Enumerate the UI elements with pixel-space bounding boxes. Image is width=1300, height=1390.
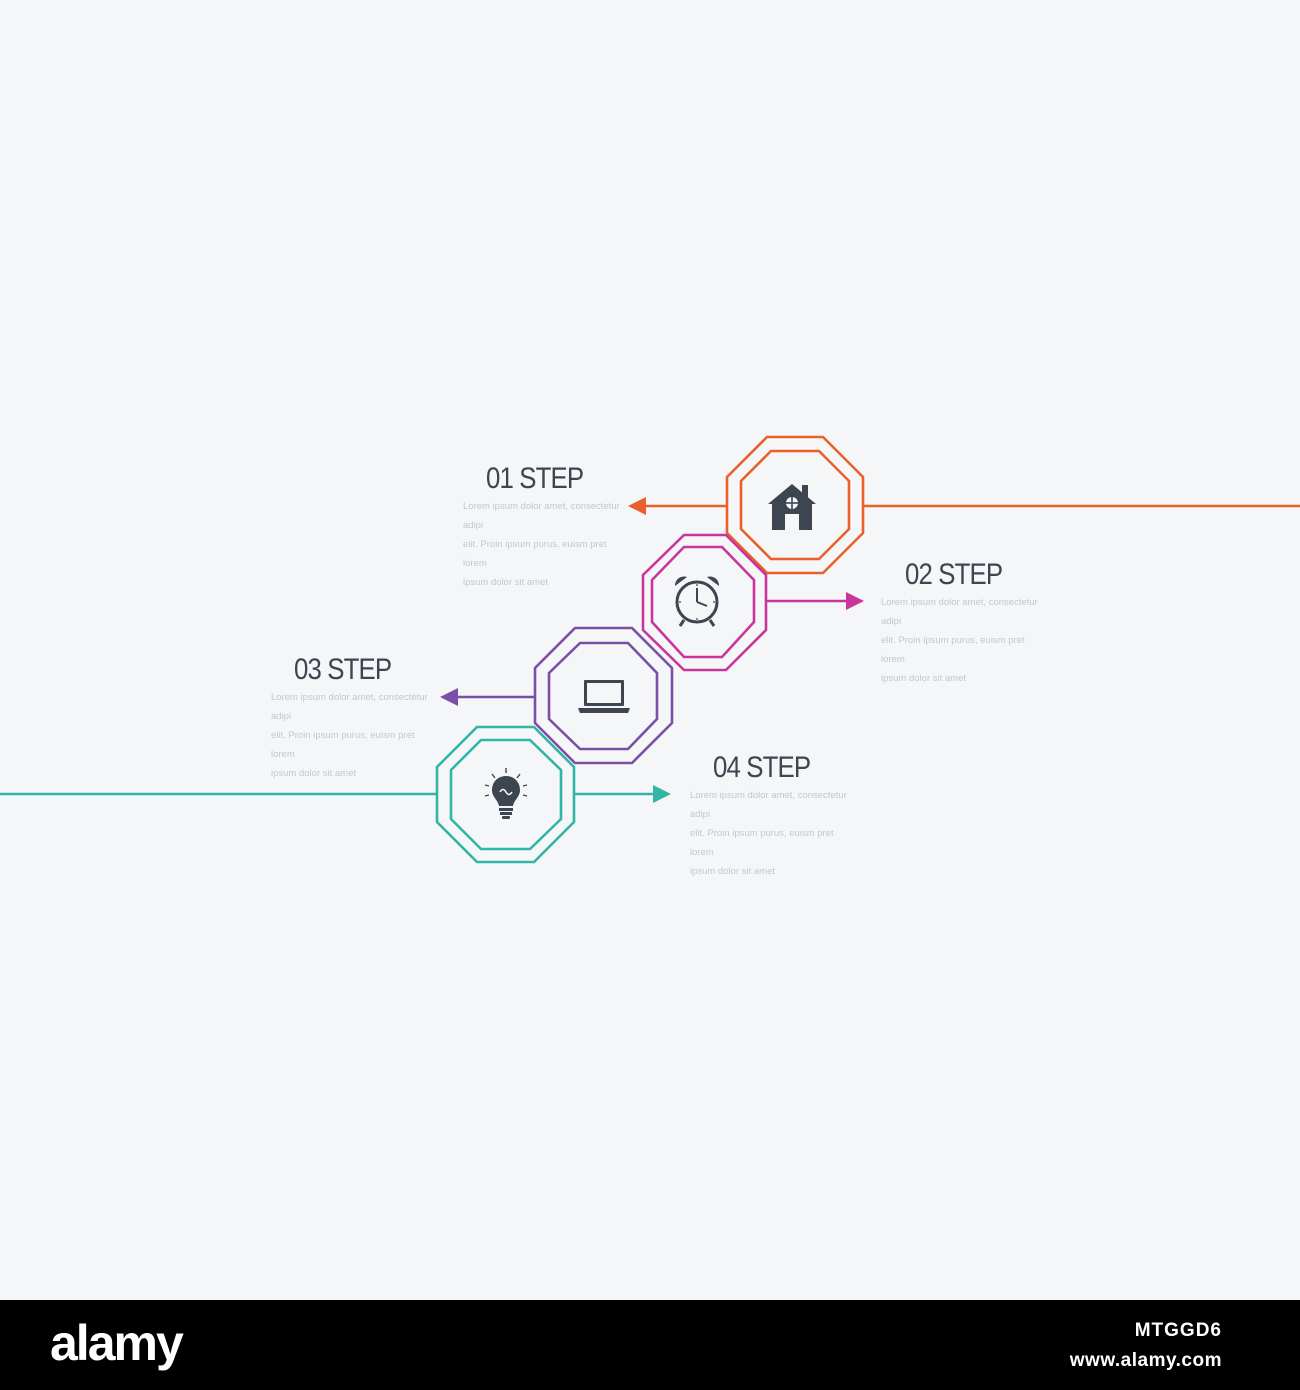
step-01-description: Lorem ipsum dolor amet, consectetur adip…	[463, 497, 623, 592]
laptop-icon	[576, 668, 632, 724]
step-02-description: Lorem ipsum dolor amet, consectetur adip…	[881, 593, 1041, 688]
step-02-description-line: Lorem ipsum dolor amet, consectetur adip…	[881, 597, 1038, 627]
step-04-description-line: Lorem ipsum dolor amet, consectetur adip…	[690, 790, 847, 820]
step-diagram	[0, 435, 1300, 864]
step-04-shape	[0, 725, 671, 864]
step-03-description-line: elit. Proin ipsum purus, euism pret lore…	[271, 730, 415, 760]
step-03-shape	[440, 626, 674, 765]
step-02-description-line: ipsum dolor sit amet	[881, 673, 967, 684]
step-03-inner-octagon	[547, 641, 659, 751]
step-04-description: Lorem ipsum dolor amet, consectetur adip…	[690, 786, 850, 881]
step-02-shape	[641, 533, 864, 672]
footer-image-id: MTGGD6	[1134, 1320, 1222, 1341]
step-01-outer-octagon	[725, 435, 865, 575]
step-04-description-line: ipsum dolor sit amet	[690, 866, 776, 877]
step-02-arrowhead	[846, 592, 864, 610]
step-01-arrowhead	[628, 497, 646, 515]
house-icon	[764, 478, 820, 534]
step-03-description: Lorem ipsum dolor amet, consectetur adip…	[271, 688, 431, 783]
footer-bar: alamy MTGGD6 www.alamy.com	[0, 1300, 1300, 1390]
step-02-title: 02 STEP	[905, 558, 1003, 591]
step-04-title: 04 STEP	[713, 751, 811, 784]
step-01-description-line: Lorem ipsum dolor amet, consectetur adip…	[463, 501, 620, 531]
step-02-outer-octagon	[641, 533, 768, 672]
step-03-description-line: Lorem ipsum dolor amet, consectetur adip…	[271, 692, 428, 722]
step-01-title: 01 STEP	[486, 462, 584, 495]
alarm-clock-icon	[669, 572, 725, 628]
step-03-title: 03 STEP	[294, 653, 392, 686]
step-03-arrowhead	[440, 688, 458, 706]
step-01-description-line: elit. Proin ipsum purus, euism pret lore…	[463, 539, 607, 569]
footer-url[interactable]: www.alamy.com	[1069, 1350, 1222, 1371]
step-04-arrowhead	[653, 785, 671, 803]
step-04-description-line: elit. Proin ipsum purus, euism pret lore…	[690, 828, 834, 858]
step-04-outer-octagon	[435, 725, 576, 864]
step-04-inner-octagon	[449, 738, 563, 851]
step-01-shape	[628, 435, 1300, 575]
step-03-description-line: ipsum dolor sit amet	[271, 768, 357, 779]
light-bulb-icon	[478, 766, 534, 822]
footer-logo: alamy	[50, 1315, 184, 1371]
step-02-inner-octagon	[650, 545, 756, 659]
step-01-description-line: ipsum dolor sit amet	[463, 577, 549, 588]
step-01-inner-octagon	[739, 449, 851, 561]
step-03-outer-octagon	[533, 626, 674, 765]
step-02-description-line: elit. Proin ipsum purus, euism pret lore…	[881, 635, 1025, 665]
